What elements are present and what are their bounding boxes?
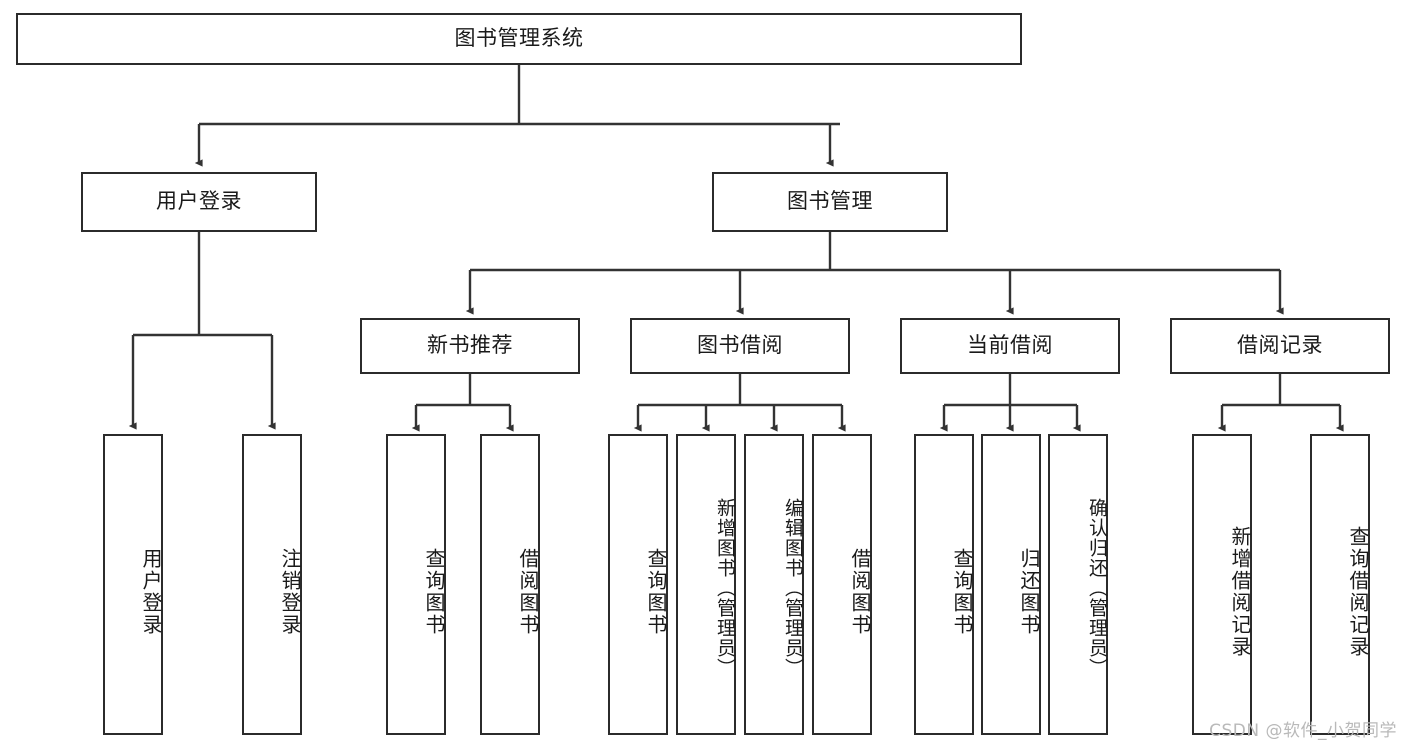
node-book-borrow[interactable]: 图书借阅	[630, 318, 850, 374]
leaf-new-book-borrow[interactable]: 借阅图书	[480, 434, 540, 735]
node-label: 确认归还（管理员）	[1086, 497, 1108, 678]
csdn-watermark: CSDN @软件_小贺同学	[1209, 721, 1397, 741]
node-current-borrow[interactable]: 当前借阅	[900, 318, 1120, 374]
node-label: 新书推荐	[427, 333, 513, 358]
node-label: 图书管理系统	[454, 26, 584, 51]
node-label: 查询图书	[644, 547, 668, 636]
node-label: 注销登录	[278, 547, 302, 636]
node-label: 用户登录	[156, 189, 242, 214]
node-label: 查询图书	[422, 547, 446, 636]
node-label: 新增借阅记录	[1228, 525, 1252, 658]
node-label: 图书管理	[787, 189, 873, 214]
node-label: 查询借阅记录	[1346, 525, 1370, 658]
leaf-user-logout[interactable]: 注销登录	[242, 434, 302, 735]
node-book-management[interactable]: 图书管理	[712, 172, 948, 232]
node-label: 图书借阅	[697, 333, 783, 358]
node-user-login[interactable]: 用户登录	[81, 172, 317, 232]
leaf-new-book-query[interactable]: 查询图书	[386, 434, 446, 735]
node-label: 用户登录	[139, 547, 163, 636]
node-root-system[interactable]: 图书管理系统	[16, 13, 1022, 65]
leaf-borrow-query-book[interactable]: 查询图书	[608, 434, 668, 735]
node-label: 当前借阅	[967, 333, 1053, 358]
node-label: 借阅图书	[848, 547, 872, 636]
node-label: 查询图书	[950, 547, 974, 636]
leaf-record-query[interactable]: 查询借阅记录	[1310, 434, 1370, 735]
leaf-current-confirm-return-admin[interactable]: 确认归还（管理员）	[1048, 434, 1108, 735]
leaf-current-return-book[interactable]: 归还图书	[981, 434, 1041, 735]
node-new-book-recommend[interactable]: 新书推荐	[360, 318, 580, 374]
node-label: 借阅记录	[1237, 333, 1323, 358]
leaf-record-add[interactable]: 新增借阅记录	[1192, 434, 1252, 735]
leaf-borrow-add-book-admin[interactable]: 新增图书（管理员）	[676, 434, 736, 735]
leaf-user-login[interactable]: 用户登录	[103, 434, 163, 735]
leaf-borrow-edit-book-admin[interactable]: 编辑图书（管理员）	[744, 434, 804, 735]
node-label: 编辑图书（管理员）	[782, 497, 804, 678]
leaf-borrow-borrow-book[interactable]: 借阅图书	[812, 434, 872, 735]
node-label: 归还图书	[1017, 547, 1041, 636]
node-borrow-record[interactable]: 借阅记录	[1170, 318, 1390, 374]
leaf-current-query-book[interactable]: 查询图书	[914, 434, 974, 735]
node-label: 借阅图书	[516, 547, 540, 636]
node-label: 新增图书（管理员）	[714, 497, 736, 678]
